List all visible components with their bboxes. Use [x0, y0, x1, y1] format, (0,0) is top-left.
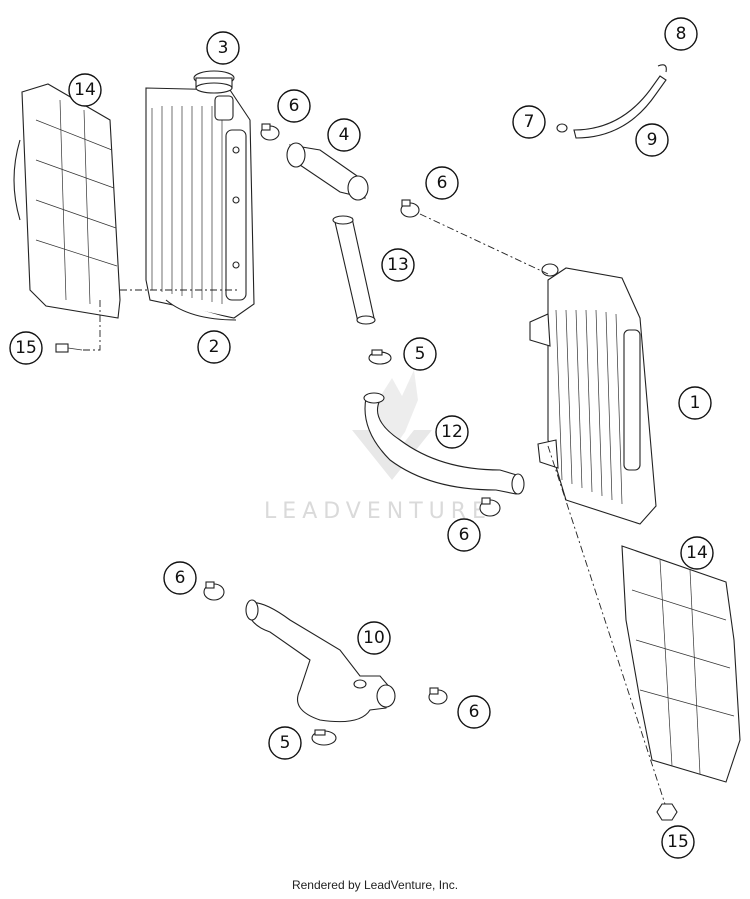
svg-text:6: 6: [289, 96, 300, 116]
hose-clamp-5a: [368, 349, 392, 365]
svg-text:4: 4: [339, 125, 350, 145]
hose-clamp-6b: [400, 199, 420, 218]
hose-clamp-6d: [203, 581, 225, 601]
leader-lines: [80, 213, 666, 805]
screw-15a: [55, 343, 83, 353]
callout-8: 8: [664, 17, 698, 51]
callout-1: 1: [678, 386, 712, 420]
svg-text:15: 15: [15, 338, 37, 358]
callout-13: 13: [381, 248, 415, 282]
hose-clamp-6e: [428, 687, 448, 705]
callout-5-a: 5: [403, 337, 437, 371]
radiator-guard-left: [13, 83, 121, 319]
svg-text:12: 12: [441, 422, 463, 442]
breather-hose-9: [556, 64, 667, 139]
callout-12: 12: [435, 415, 469, 449]
svg-text:15: 15: [667, 832, 689, 852]
callout-14-left: 14: [68, 73, 102, 107]
radiator-left-core: [151, 106, 223, 304]
svg-text:14: 14: [686, 543, 708, 563]
hose-clamp-5b: [311, 729, 337, 746]
svg-text:6: 6: [459, 525, 470, 545]
svg-text:6: 6: [175, 568, 186, 588]
callout-5-b: 5: [268, 726, 302, 760]
svg-text:2: 2: [209, 337, 220, 357]
svg-text:5: 5: [415, 344, 426, 364]
svg-text:3: 3: [218, 38, 229, 58]
nut-15b: [656, 803, 678, 821]
callout-4: 4: [327, 118, 361, 152]
svg-text:6: 6: [469, 702, 480, 722]
callout-3: 3: [206, 31, 240, 65]
callout-2: 2: [197, 330, 231, 364]
svg-text:5: 5: [280, 733, 291, 753]
hose-10: [245, 599, 396, 723]
svg-text:10: 10: [363, 628, 385, 648]
footer-credit: Rendered by LeadVenture, Inc.: [291, 878, 459, 892]
callout-15-a: 15: [9, 331, 43, 365]
callout-6-b: 6: [425, 166, 459, 200]
hose-clamp-6c: [479, 497, 501, 517]
callout-6-c: 6: [447, 518, 481, 552]
svg-text:7: 7: [524, 112, 535, 132]
callout-7: 7: [512, 105, 546, 139]
svg-text:6: 6: [437, 173, 448, 193]
hose-connector-4: [286, 142, 369, 201]
radiator-guard-right: [621, 545, 741, 783]
svg-text:1: 1: [690, 393, 701, 413]
svg-text:14: 14: [74, 80, 96, 100]
hose-12: [363, 392, 525, 495]
hose-clamp-6a: [260, 123, 280, 141]
radiator-cap: [193, 70, 235, 94]
callout-6-d: 6: [163, 561, 197, 595]
callout-6-a: 6: [277, 89, 311, 123]
radiator-right: [529, 263, 657, 525]
tube-13: [332, 215, 376, 325]
callout-9: 9: [635, 123, 669, 157]
radiator-right-core: [555, 309, 623, 505]
callout-6-e: 6: [457, 695, 491, 729]
radiator-left: [145, 87, 255, 321]
svg-text:8: 8: [676, 24, 687, 44]
callout-10: 10: [357, 621, 391, 655]
svg-text:13: 13: [387, 255, 409, 275]
callout-15-b: 15: [661, 825, 695, 859]
watermark-text: LEADVENTURE: [264, 499, 492, 524]
svg-text:9: 9: [647, 130, 658, 150]
callout-14-right: 14: [680, 536, 714, 570]
